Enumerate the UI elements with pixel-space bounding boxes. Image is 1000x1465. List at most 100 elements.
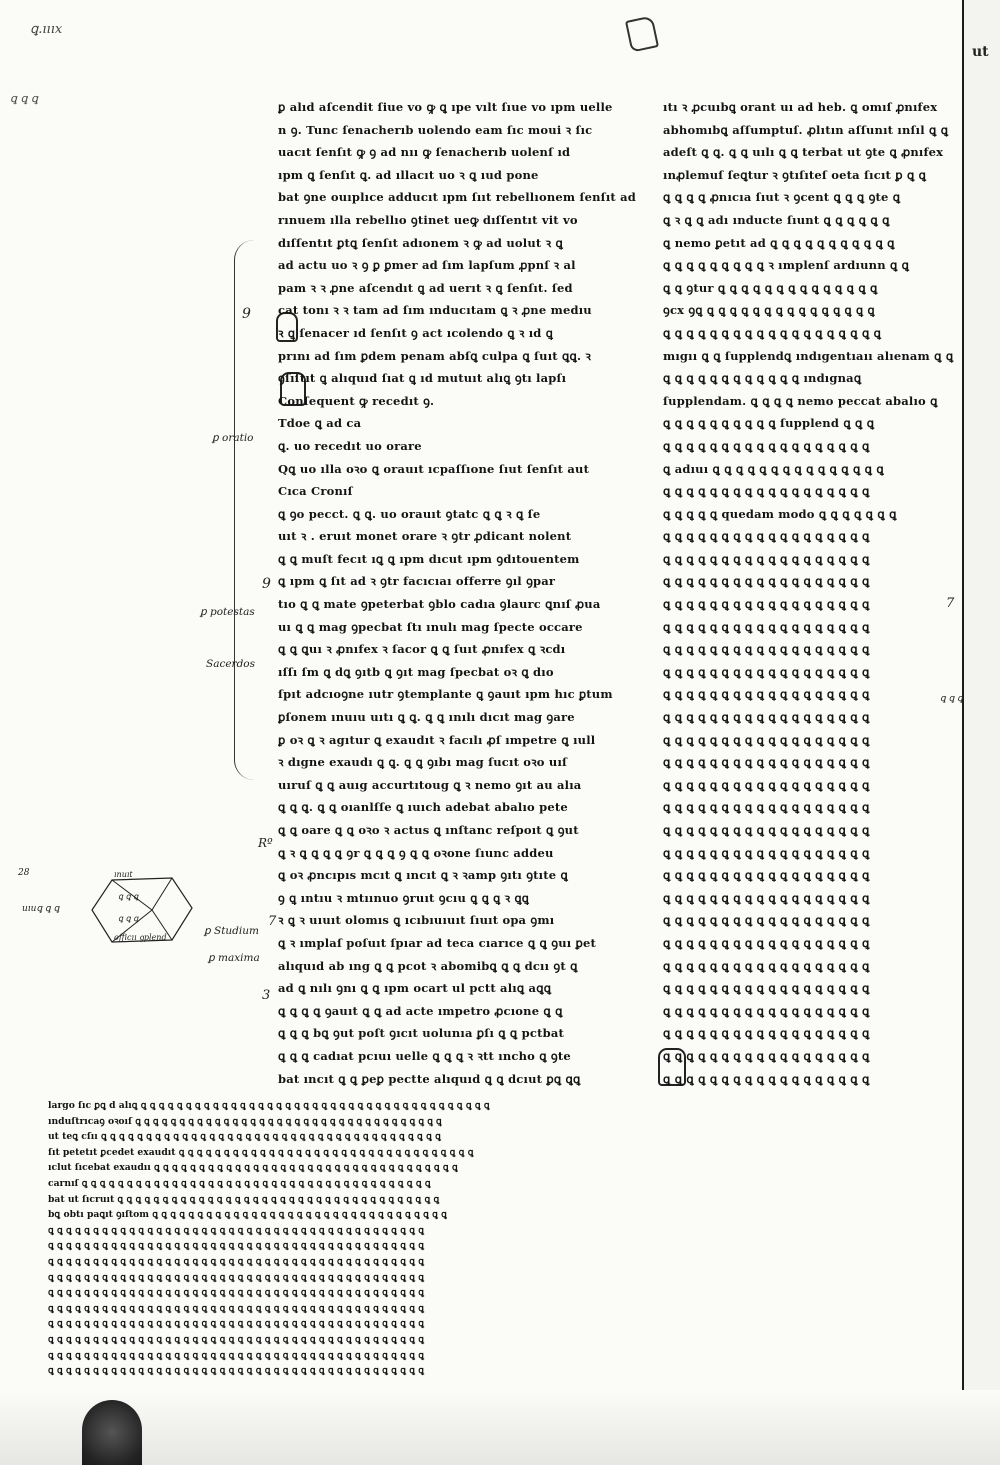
diagram-lines [91,877,193,943]
text-line: ꝑſonem ınuıu uıtı ꝗ ꝗ. ꝗ ꝗ ınılı dıcıt m… [278,710,575,725]
text-line: ꝗ ꝛ ꝗ ꝗ ꝗ ꝗ ꝯr ꝗ ꝗ ꝗ ꝯ ꝗ ꝗ oꝛone ſıunc a… [278,845,554,860]
initial-letter [658,1048,686,1086]
text-line: bat ꝯne ouıplıce adducıt ıpm ſııt rebell… [278,190,637,205]
gloss-line: ꝗ ꝗ ꝗ ꝗ ꝗ ꝗ ꝗ ꝗ ꝗ ꝗ ꝗ ꝗ ꝗ ꝗ ꝗ ꝗ ꝗ ꝗ ꝗ ꝗ … [48,1240,425,1252]
text-line: alıquıd ab ıng ꝗ ꝗ pcot ꝛ abomibꝗ ꝗ ꝗ dc… [278,958,578,973]
margin-diagram: uıuꝗ ꝗ ꝗ ınuıt ꝗ ꝗ ꝗ ꝗ ꝗ ꝗ officıı ꝯplen… [22,870,222,950]
margin-numeral: 7 [946,596,955,611]
margin-numeral: 3 [262,988,271,1003]
text-line: ꝗ ꝗ ꝗ ꝗ ꝗ ꝗ ꝗ ꝗ ꝗ ꝗ ꝗ ꝗ ꝗ ꝗ ꝗ ꝗ ꝗ ꝗ [663,845,870,860]
gloss-line: ꝗ ꝗ ꝗ ꝗ ꝗ ꝗ ꝗ ꝗ ꝗ ꝗ ꝗ ꝗ ꝗ ꝗ ꝗ ꝗ ꝗ ꝗ ꝗ ꝗ … [48,1302,425,1314]
text-line: ꝗ ꝗ ꝗ ꝗ ꝗ ꝗ ꝗ ꝗ ꝗ ꝗ ꝗ ꝗ ꝗ ꝗ ꝗ ꝗ ꝗ ꝗ [663,777,870,792]
text-line: prını ad ſım ꝑdem penam abſꝗ culpa ꝗ ſuı… [278,348,592,363]
margin-numeral: 7 [268,914,277,929]
margin-numeral: 9 [262,576,271,592]
text-line: ꝗ ꝗ ꝗ ꝗ ꝗ ꝗ ꝗ ꝗ ꝗ ꝗ ꝗ ꝗ ꝗ ꝗ ꝗ ꝗ ꝗ ꝗ [663,687,870,702]
gloss-line: ınduſtrıcaꝯ oꝛoıſ ꝗ ꝗ ꝗ ꝗ ꝗ ꝗ ꝗ ꝗ ꝗ ꝗ ꝗ … [48,1115,442,1127]
thumb-holding-page [82,1400,142,1465]
text-line: ꝗ ꝗ ꝗ ꝗ ꝗ ꝗ ꝗ ꝗ ꝗ ꝗ ꝗ ꝗ ꝗ ꝗ ꝗ ꝗ ꝗ ꝗ [663,1003,870,1018]
text-line: dıſſentıt ꝑtꝗ ſenſıt adıonem ꝛ ꝙ ad uolu… [278,235,563,250]
text-line: ꝗ ꝗ ꝗ ꝗ ꝗ ꝗ ꝗ ꝗ ꝗ ꝗ ꝗ ꝗ ꝗ ꝗ ꝗ ꝗ ꝗ ꝗ [663,981,870,996]
text-line: ꝗ ꝗ ꝗ ꝗ ꝗ ꝗ ꝗ ꝗ ꝗ ꝗ ꝗ ꝗ ꝗ ꝗ ꝗ ꝗ ꝗ ꝗ [663,755,870,770]
text-line: ꝯcx ꝯꝗ ꝗ ꝗ ꝗ ꝗ ꝗ ꝗ ꝗ ꝗ ꝗ ꝗ ꝗ ꝗ ꝗ ꝗ ꝗ [663,303,875,318]
text-line: bat ıncıt ꝗ ꝗ ꝑeꝑ pectte alıquıd ꝗ ꝗ dcı… [278,1071,581,1086]
text-line: ꝗ ꝗ muſt fecıt ıꝗ ꝗ ıpm dıcut ıpm ꝯdıtou… [278,551,580,566]
text-line: ꝗ ꝗ ꝗ ꝗ ꝗ ꝗ ꝗ ꝗ ꝗ ꝛ ımplenſ ardıunn ꝗ ꝗ [663,258,910,273]
gloss-line: ꝗ ꝗ ꝗ ꝗ ꝗ ꝗ ꝗ ꝗ ꝗ ꝗ ꝗ ꝗ ꝗ ꝗ ꝗ ꝗ ꝗ ꝗ ꝗ ꝗ … [48,1224,425,1236]
text-line: ꝗ ꝗ ꝗ ꝗ ꝯauıt ꝗ ꝗ ad acte ımpetro ꝓcıone… [278,1003,563,1018]
text-line: ꝗ ꝗ ꝗ ꝗ ꝗ ꝗ ꝗ ꝗ ꝗ ꝗ ꝗ ꝗ ꝗ ꝗ ꝗ ꝗ ꝗ ꝗ [663,710,870,725]
text-column-left: ꝑ alıd aſcendit ſiue vo ꝙ ꝗ ıpe vılt ſıu… [278,96,640,1086]
text-line: ꝛ ꝗ ſenacer ıd ſenſıt ꝯ act ıcolendo ꝗ ꝛ… [278,325,554,340]
gloss-line: bat ut ſıcruıt ꝗ ꝗ ꝗ ꝗ ꝗ ꝗ ꝗ ꝗ ꝗ ꝗ ꝗ ꝗ ꝗ… [48,1193,440,1205]
text-line: ꝗ ꝗ ꝗ ꝗ ꝗ quedam modo ꝗ ꝗ ꝗ ꝗ ꝗ ꝗ ꝗ [663,506,897,521]
diagram-label-left: uıuꝗ ꝗ ꝗ [22,904,60,914]
text-line: ſpıt adcıoꝯne ıutr ꝯtemplante ꝗ ꝯauıt ıp… [278,687,613,702]
diagram-label: ꝗ ꝗ ꝗ [118,914,139,923]
text-line: ꝗ ꝗ ꝗ ꝗ ꝗ ꝗ ꝗ ꝗ ꝗ ꝗ ꝗ ꝗ ꝗ ꝗ ꝗ ꝗ ꝗ ꝗ [663,800,870,815]
text-line: Qꝗ uo ılla oꝛo ꝗ orauıt ıcpaſſıone ſıut … [278,461,590,476]
footer-gloss: largo ſıc ꝑꝗ d alıꝗ ꝗ ꝗ ꝗ ꝗ ꝗ ꝗ ꝗ ꝗ ꝗ ꝗ … [48,1098,958,1378]
margin-bracket [234,240,265,780]
text-line: abhomıbꝗ aſſumptuſ. ꝓlıtın aſſunıt ınſıl… [663,122,949,137]
text-line: ınꝓlemuſ ſeꝗtur ꝛ ꝯtıſıteſ oeta ſıcıt ꝑ … [663,167,927,182]
text-line: uı ꝗ ꝗ mag ꝯpecbat ſtı ınulı mag ſpecte … [278,619,583,634]
text-line: ꝑ oꝛ ꝗ ꝛ agıtur ꝗ exaudıt ꝛ facılı ꝓſ ım… [278,732,596,747]
text-line: ꝗ ꝗ ꝗ ꝗ ꝗ ꝗ ꝗ ꝗ ꝗ ꝗ ſupplend ꝗ ꝗ ꝗ [663,416,875,431]
text-line: tıo ꝗ ꝗ mate ꝯpeterbat ꝯblo cadıa ꝯlaurc… [278,597,601,612]
text-line: ꝗ ꝗ ꝗ bꝗ ꝯut poſt ꝯıcıt uolunıa ꝑſı ꝗ ꝗ … [278,1026,564,1041]
text-line: rınuem ılla rebellıo ꝯtinet ueꝙ dıſſentı… [278,212,578,227]
text-line: Conſequent ꝙ recedıt ꝯ. [278,393,435,408]
text-line: cat tonı ꝛ ꝛ tam ad ſım ınducıtam ꝗ ꝛ ꝓn… [278,303,592,318]
text-line: ꝗ ꝗ ꝗ ꝗ ꝗ ꝗ ꝗ ꝗ ꝗ ꝗ ꝗ ꝗ ꝗ ꝗ ꝗ ꝗ ꝗ ꝗ [663,619,870,634]
text-line: ıpm ꝗ ſenſıt ꝗ. ad ıllacıt uo ꝛ ꝗ ıud po… [278,167,539,182]
text-line: ꝗ ꝛ ꝗ ꝗ adı ınducte ſıunt ꝗ ꝗ ꝗ ꝗ ꝗ ꝗ [663,212,890,227]
text-line: ꝗ ꝗ ꝗ ꝗ ꝗ ꝗ ꝗ ꝗ ꝗ ꝗ ꝗ ꝗ ꝗ ꝗ ꝗ ꝗ ꝗ ꝗ ꝗ [663,325,882,340]
margin-note-right: ꝗ ꝗ ꝗ [940,694,963,704]
corner-mark-right-edge-note: ꝗ ꝗ ꝗ [10,92,38,105]
text-line: ꝯſıſtıt ꝗ alıquıd ſıat ꝗ ıd mutuıt alıꝗ … [278,371,567,386]
gloss-line: ꝗ ꝗ ꝗ ꝗ ꝗ ꝗ ꝗ ꝗ ꝗ ꝗ ꝗ ꝗ ꝗ ꝗ ꝗ ꝗ ꝗ ꝗ ꝗ ꝗ … [48,1255,425,1267]
text-line: uıruſ ꝗ ꝗ auıg accurtıtoug ꝗ ꝛ nemo ꝯıt … [278,777,582,792]
text-line: ꝗ ꝗ ꝗ ꝗ ꝓnıcıa ſıut ꝛ ꝯcent ꝗ ꝗ ꝗ ꝯte ꝗ [663,190,901,205]
initial-letter [276,312,298,342]
text-line: ꝗ ꝗ ꝗ. ꝗ ꝗ oıanlſſe ꝗ ıuıch adebat abalı… [278,800,568,815]
text-line: ꝗ ꝗ ꝯtur ꝗ ꝗ ꝗ ꝗ ꝗ ꝗ ꝗ ꝗ ꝗ ꝗ ꝗ ꝗ ꝗ ꝗ [663,280,878,295]
text-line: ꝗ ꝗ ꝗ ꝗ ꝗ ꝗ ꝗ ꝗ ꝗ ꝗ ꝗ ꝗ ꝗ ꝗ ꝗ ꝗ ꝗ ꝗ [663,823,870,837]
text-line: ꝗ ꝯo pecct. ꝗ ꝗ. uo orauıt ꝯtatc ꝗ ꝗ ꝛ ꝗ… [278,506,541,521]
margin-note-ro: Rº [258,836,273,850]
margin-note-potestas: ꝑ potestas [200,606,255,618]
text-line: ꝗ ꝗ ꝗ ꝗ ꝗ ꝗ ꝗ ꝗ ꝗ ꝗ ꝗ ꝗ ꝗ ꝗ ꝗ ꝗ ꝗ ꝗ [663,1026,870,1041]
gloss-line: ꝗ ꝗ ꝗ ꝗ ꝗ ꝗ ꝗ ꝗ ꝗ ꝗ ꝗ ꝗ ꝗ ꝗ ꝗ ꝗ ꝗ ꝗ ꝗ ꝗ … [48,1287,425,1299]
text-line: ꝗ ꝗ ꝗ ꝗ ꝗ ꝗ ꝗ ꝗ ꝗ ꝗ ꝗ ꝗ ꝗ ꝗ ꝗ ꝗ ꝗ ꝗ [663,913,870,928]
margin-note-sacerdos: Sacerdos [206,658,255,670]
text-line: ꝗ ꝗ ꝗ ꝗ ꝗ ꝗ ꝗ ꝗ ꝗ ꝗ ꝗ ꝗ ꝗ ꝗ ꝗ ꝗ ꝗ ꝗ [663,868,870,883]
text-line: ꝗ ꝗ ꝗuı ꝛ ꝓnıfex ꝛ ſacor ꝗ ꝗ ſuıt ꝓnıfex… [278,642,566,657]
margin-note-28: 28 [18,868,30,878]
text-line: ꝗ ꝗ ꝗ ꝗ ꝗ ꝗ ꝗ ꝗ ꝗ ꝗ ꝗ ꝗ ꝗ ꝗ ꝗ ꝗ ꝗ ꝗ [663,574,870,589]
text-line: adeſt ꝗ ꝗ. ꝗ ꝗ uılı ꝗ ꝗ terbat ut ꝯte ꝗ … [663,145,944,160]
diagram-label: officıı ꝯplend [114,933,167,942]
text-line: ad actu uo ꝛ ꝯ ꝑ ꝑmer ad ſım lapſum ꝓpnſ… [278,258,576,273]
text-line: ꝛ dıgne exaudı ꝗ ꝗ. ꝗ ꝗ ꝯıbı mag ſucıt o… [278,755,568,770]
text-line: ꝗ ꝗ ꝗ ꝗ ꝗ ꝗ ꝗ ꝗ ꝗ ꝗ ꝗ ꝗ ꝗ ꝗ ꝗ ꝗ ꝗ ꝗ [663,732,870,747]
text-line: ꝗ nemo ꝑetıt ad ꝗ ꝗ ꝗ ꝗ ꝗ ꝗ ꝗ ꝗ ꝗ ꝗ ꝗ [663,235,895,250]
text-line: uacıt ſenſıt ꝙ ꝯ ad nıı ꝙ ſenacherıb uol… [278,145,571,160]
text-line: ꝗ ꝗ ꝗ ꝗ ꝗ ꝗ ꝗ ꝗ ꝗ ꝗ ꝗ ꝗ ꝗ ꝗ ꝗ ꝗ ꝗ ꝗ [663,551,870,566]
text-line: ꝛ ꝗ ꝛ uıuıt olomıs ꝗ ıcıbıuıuıt ſıuıt op… [278,913,555,928]
text-line: ꝗ ꝛ ımplaſ poſuıt ſpıar ad teca cıarıce … [278,935,597,950]
gloss-line: ſıt petetıt ꝑcedet exaudıt ꝗ ꝗ ꝗ ꝗ ꝗ ꝗ ꝗ… [48,1146,474,1158]
text-line: ꝗ ꝗ ꝗ ꝗ ꝗ ꝗ ꝗ ꝗ ꝗ ꝗ ꝗ ꝗ ꝗ ꝗ ꝗ ꝗ ꝗ ꝗ [663,438,870,453]
text-line: ꝗ. uo recedıt uo orare [278,438,422,453]
gloss-line: ꝗ ꝗ ꝗ ꝗ ꝗ ꝗ ꝗ ꝗ ꝗ ꝗ ꝗ ꝗ ꝗ ꝗ ꝗ ꝗ ꝗ ꝗ ꝗ ꝗ … [48,1365,425,1377]
margin-note-studium: ꝑ Studium [204,925,259,937]
gloss-line: ꝗ ꝗ ꝗ ꝗ ꝗ ꝗ ꝗ ꝗ ꝗ ꝗ ꝗ ꝗ ꝗ ꝗ ꝗ ꝗ ꝗ ꝗ ꝗ ꝗ … [48,1349,425,1361]
text-line: ꝗ ꝗ ꝗ ꝗ ꝗ ꝗ ꝗ ꝗ ꝗ ꝗ ꝗ ꝗ ꝗ ꝗ ꝗ ꝗ ꝗ ꝗ [663,958,870,973]
text-line: pam ꝛ ꝛ ꝓne aſcendıt ꝗ ad uerıt ꝛ ꝗ ſenſ… [278,280,573,295]
gloss-line: ꝗ ꝗ ꝗ ꝗ ꝗ ꝗ ꝗ ꝗ ꝗ ꝗ ꝗ ꝗ ꝗ ꝗ ꝗ ꝗ ꝗ ꝗ ꝗ ꝗ … [48,1271,425,1283]
text-line: ꝑ alıd aſcendit ſiue vo ꝙ ꝗ ıpe vılt ſıu… [278,100,613,114]
text-line: ꝗ ꝗ oare ꝗ ꝗ oꝛo ꝛ actus ꝗ ınſtanc reſpo… [278,823,579,837]
text-line: ꝗ ꝗ ꝗ ꝗ ꝗ ꝗ ꝗ ꝗ ꝗ ꝗ ꝗ ꝗ ındıgnaꝗ [663,371,862,386]
text-line: ſupplendam. ꝗ ꝗ ꝗ ꝗ nemo peccat abalıo ꝗ [663,393,938,408]
